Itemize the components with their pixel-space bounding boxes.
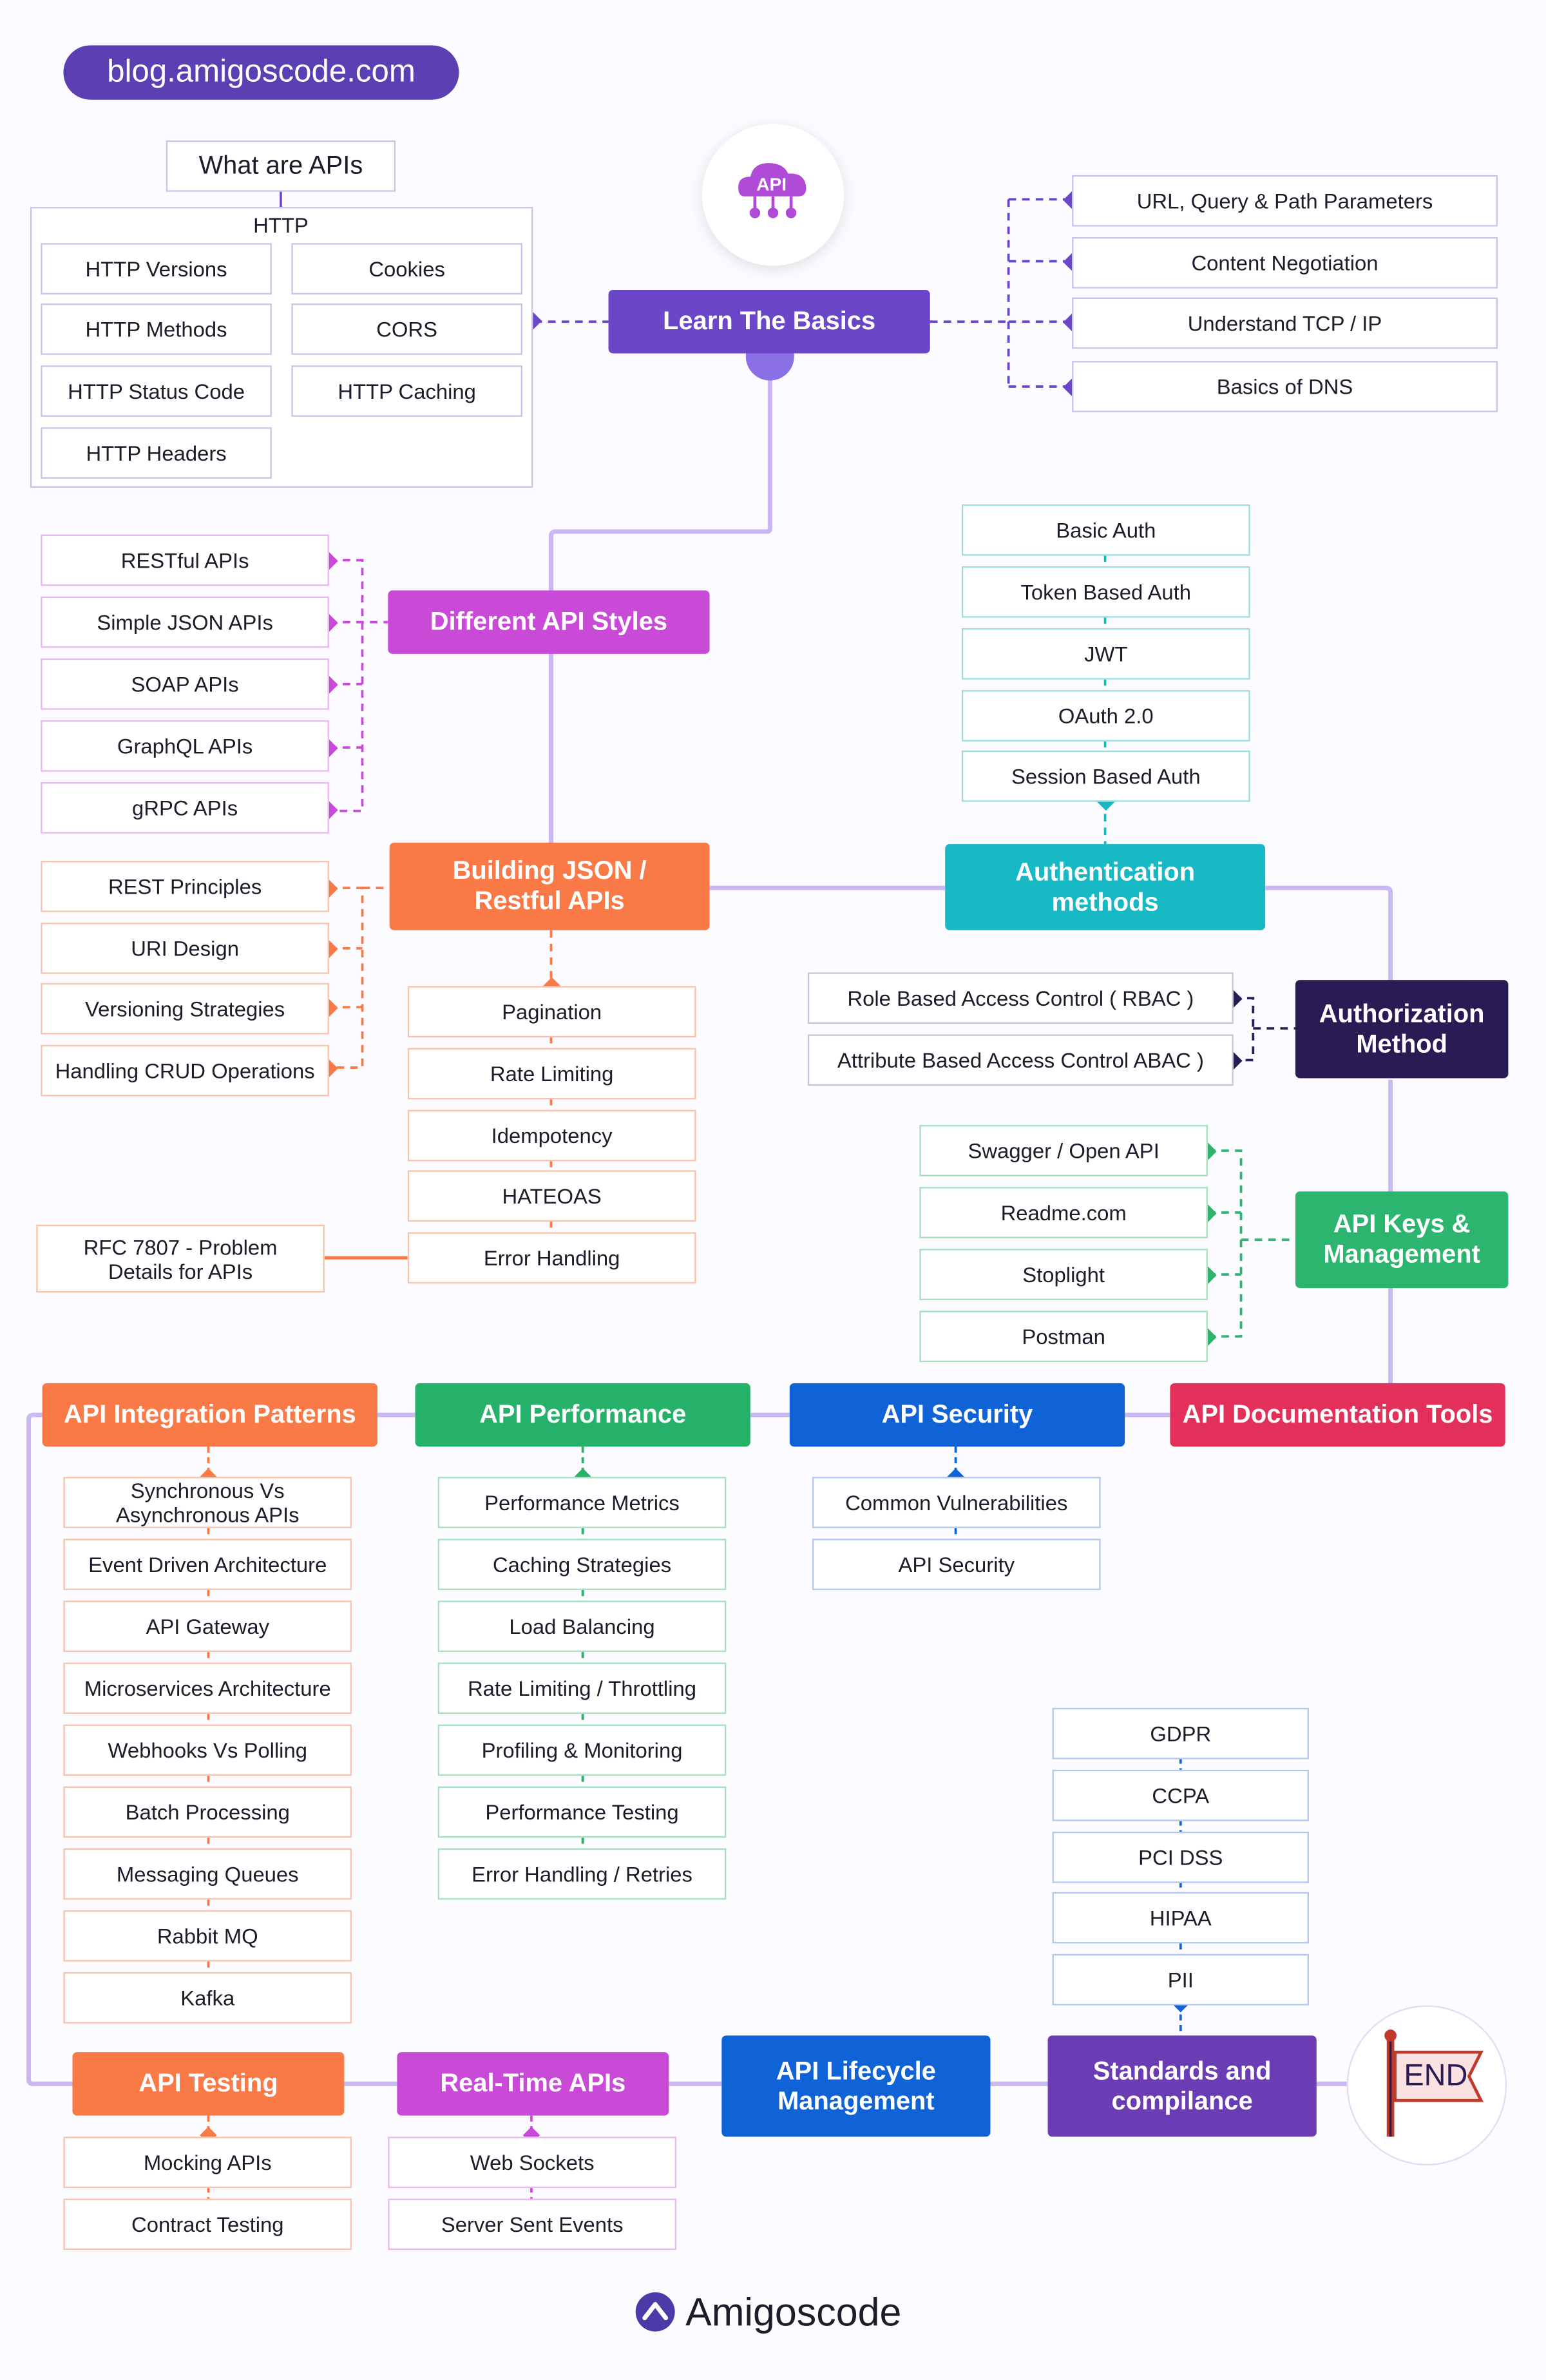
realtime-item-sse: Server Sent Events [388, 2198, 676, 2250]
auth-item-token: Token Based Auth [961, 566, 1250, 618]
http-item-cookies: Cookies [291, 243, 522, 295]
api-testing-header[interactable]: API Testing [72, 2052, 345, 2116]
building-item-hateoas: HATEOAS [407, 1170, 696, 1222]
basics-item-tcp-ip: Understand TCP / IP [1072, 297, 1498, 349]
building-json-restful-header[interactable]: Building JSON / Restful APIs [389, 842, 710, 930]
http-item-caching: HTTP Caching [291, 365, 522, 417]
api-integration-patterns-header[interactable]: API Integration Patterns [42, 1383, 377, 1447]
footer-brand[interactable]: Amigoscode [634, 2283, 921, 2341]
api-performance-header[interactable]: API Performance [415, 1383, 750, 1447]
integration-item-rabbitmq: Rabbit MQ [63, 1910, 352, 1962]
amigoscode-logo-icon [635, 2292, 675, 2332]
http-item-headers: HTTP Headers [41, 427, 272, 479]
http-item-status-code: HTTP Status Code [41, 365, 272, 417]
learn-the-basics-header[interactable]: Learn The Basics [608, 290, 930, 354]
building-item-pagination: Pagination [407, 986, 696, 1038]
authz-item-rbac: Role Based Access Control ( RBAC ) [807, 972, 1234, 1024]
real-time-apis-header[interactable]: Real-Time APIs [397, 2052, 669, 2116]
http-item-versions: HTTP Versions [41, 243, 272, 295]
styles-item-simple-json: Simple JSON APIs [41, 596, 329, 648]
integration-item-batch: Batch Processing [63, 1786, 352, 1838]
basics-item-dns: Basics of DNS [1072, 361, 1498, 412]
building-item-idempotency: Idempotency [407, 1109, 696, 1162]
site-badge[interactable]: blog.amigoscode.com [63, 45, 459, 100]
basics-item-content-negotiation: Content Negotiation [1072, 236, 1498, 289]
styles-item-restful: RESTful APIs [41, 534, 329, 586]
integration-item-event-driven: Event Driven Architecture [63, 1539, 352, 1590]
building-item-versioning: Versioning Strategies [41, 983, 329, 1035]
performance-item-testing: Performance Testing [437, 1786, 727, 1838]
integration-item-sync-async: Synchronous Vs Asynchronous APIs [63, 1477, 352, 1528]
keys-item-readme: Readme.com [919, 1187, 1208, 1238]
styles-item-grpc: gRPC APIs [41, 782, 329, 834]
styles-item-soap: SOAP APIs [41, 658, 329, 710]
standards-item-pci-dss: PCI DSS [1052, 1831, 1310, 1883]
testing-item-mocking: Mocking APIs [63, 2136, 352, 2189]
security-item-vulnerabilities: Common Vulnerabilities [812, 1477, 1101, 1528]
end-flag-icon [1384, 2030, 1484, 2137]
api-security-header[interactable]: API Security [789, 1383, 1125, 1447]
api-icon-text: API [756, 174, 787, 194]
authentication-methods-header[interactable]: Authentication methods [945, 844, 1266, 930]
integration-item-messaging: Messaging Queues [63, 1848, 352, 1900]
api-keys-management-header[interactable]: API Keys & Management [1295, 1191, 1509, 1289]
standards-compliance-header[interactable]: Standards and compilance [1047, 2035, 1317, 2137]
performance-item-retries: Error Handling / Retries [437, 1848, 727, 1900]
integration-item-kafka: Kafka [63, 1972, 352, 2024]
security-item-api-security: API Security [812, 1539, 1101, 1590]
http-item-cors: CORS [291, 303, 522, 355]
keys-item-swagger: Swagger / Open API [919, 1125, 1208, 1176]
basics-item-url-params: URL, Query & Path Parameters [1072, 175, 1498, 227]
testing-item-contract: Contract Testing [63, 2198, 352, 2250]
standards-item-pii: PII [1052, 1953, 1310, 2006]
authorization-method-header[interactable]: Authorization Method [1295, 980, 1509, 1079]
building-item-uri-design: URI Design [41, 923, 329, 974]
building-item-rest-principles: REST Principles [41, 860, 329, 912]
different-api-styles-header[interactable]: Different API Styles [388, 590, 710, 654]
api-lifecycle-management-header[interactable]: API Lifecycle Management [721, 2035, 991, 2137]
authz-item-abac: Attribute Based Access Control ABAC ) [807, 1034, 1234, 1086]
performance-item-caching: Caching Strategies [437, 1539, 727, 1590]
api-documentation-tools-header[interactable]: API Documentation Tools [1170, 1383, 1505, 1447]
integration-item-webhooks: Webhooks Vs Polling [63, 1724, 352, 1776]
keys-item-postman: Postman [919, 1310, 1208, 1363]
end-label: END [1404, 2059, 1468, 2093]
auth-item-oauth: OAuth 2.0 [961, 690, 1250, 742]
building-item-crud: Handling CRUD Operations [41, 1044, 329, 1097]
standards-item-hipaa: HIPAA [1052, 1892, 1310, 1944]
what-are-apis-box: What are APIs [166, 140, 396, 192]
performance-item-metrics: Performance Metrics [437, 1477, 727, 1528]
auth-item-basic: Basic Auth [961, 504, 1250, 556]
standards-item-gdpr: GDPR [1052, 1707, 1310, 1760]
http-group-label: HTTP [253, 213, 309, 237]
standards-item-ccpa: CCPA [1052, 1769, 1310, 1821]
performance-item-load-balancing: Load Balancing [437, 1600, 727, 1653]
building-item-rate-limiting: Rate Limiting [407, 1048, 696, 1100]
api-cloud-logo: API [701, 124, 845, 266]
footer-brand-name: Amigoscode [685, 2288, 902, 2334]
performance-item-rate-limiting: Rate Limiting / Throttling [437, 1662, 727, 1714]
auth-item-jwt: JWT [961, 628, 1250, 680]
end-marker: END [1346, 2005, 1507, 2165]
performance-item-profiling: Profiling & Monitoring [437, 1724, 727, 1776]
auth-item-session: Session Based Auth [961, 750, 1250, 802]
api-cloud-icon: API [738, 163, 806, 218]
integration-item-api-gateway: API Gateway [63, 1600, 352, 1653]
realtime-item-websockets: Web Sockets [388, 2136, 676, 2189]
building-item-error-handling: Error Handling [407, 1232, 696, 1284]
rfc-7807-note: RFC 7807 - Problem Details for APIs [36, 1224, 325, 1293]
styles-item-graphql: GraphQL APIs [41, 720, 329, 772]
keys-item-stoplight: Stoplight [919, 1249, 1208, 1300]
http-item-methods: HTTP Methods [41, 303, 272, 355]
integration-item-microservices: Microservices Architecture [63, 1662, 352, 1714]
